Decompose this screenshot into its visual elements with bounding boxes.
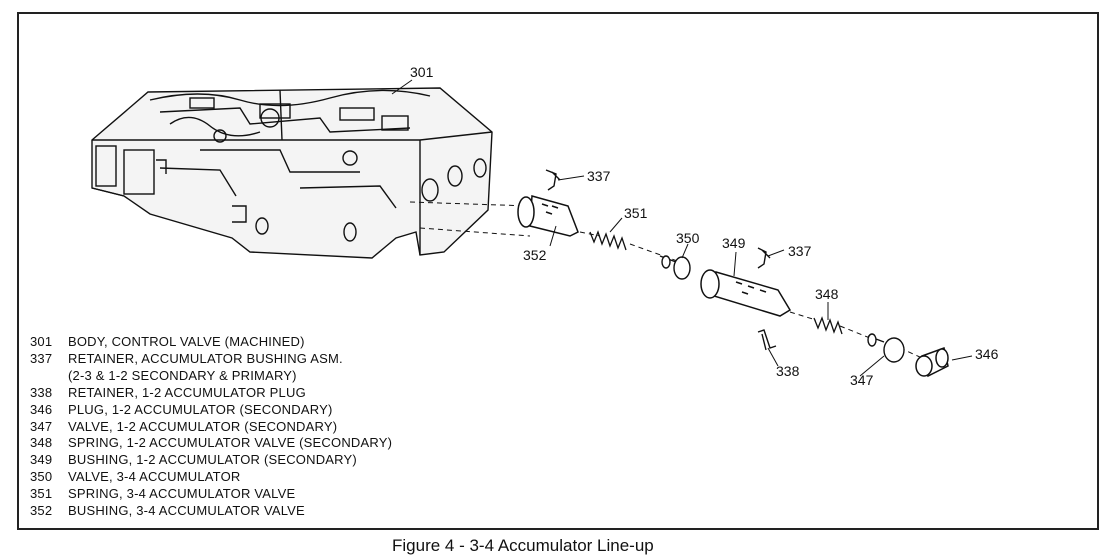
legend-item: 338 RETAINER, 1-2 ACCUMULATOR PLUG [30,385,392,402]
callout-351: 351 [624,205,648,221]
callout-352: 352 [523,247,547,263]
legend-number: 338 [30,384,53,400]
legend-item: 349 BUSHING, 1-2 ACCUMULATOR (SECONDARY) [30,452,392,469]
legend-text: RETAINER, 1-2 ACCUMULATOR PLUG [68,384,306,400]
legend-number: 301 [30,334,53,349]
legend-text: BUSHING, 1-2 ACCUMULATOR (SECONDARY) [68,452,357,468]
bushing-352 [517,195,579,237]
legend-item: 348 SPRING, 1-2 ACCUMULATOR VALVE (SECOND… [30,435,392,452]
legend-text: VALVE, 3-4 ACCUMULATOR [68,469,241,485]
legend-item: 301 BODY, CONTROL VALVE (MACHINED) [30,334,392,351]
legend-item: (2-3 & 1-2 SECONDARY & PRIMARY) [30,368,392,385]
legend-number: 337 [30,350,53,366]
valve-347 [867,333,905,363]
legend-text: PLUG, 1-2 ACCUMULATOR (SECONDARY) [68,401,333,417]
callout-350: 350 [676,230,700,246]
legend-number: 349 [30,452,53,468]
legend-text: SPRING, 3-4 ACCUMULATOR VALVE [68,486,296,502]
retainer-clip-337-lower [757,247,771,269]
legend-item: 347 VALVE, 1-2 ACCUMULATOR (SECONDARY) [30,419,392,436]
callout-337-lower: 337 [788,243,812,259]
legend-item: 351 SPRING, 3-4 ACCUMULATOR VALVE [30,486,392,503]
legend-number: 351 [30,486,53,502]
legend-number: 352 [30,503,53,519]
legend-item: 350 VALVE, 3-4 ACCUMULATOR [30,469,392,486]
callout-301: 301 [410,64,434,80]
legend-text: SPRING, 1-2 ACCUMULATOR VALVE (SECONDARY… [68,435,393,451]
legend-item: 346 PLUG, 1-2 ACCUMULATOR (SECONDARY) [30,402,392,419]
valve-350 [659,255,691,280]
callout-349: 349 [722,235,746,251]
legend-text: (2-3 & 1-2 SECONDARY & PRIMARY) [68,367,297,383]
control-valve-body [91,87,493,259]
spring-351 [589,230,627,251]
legend-item: 337 RETAINER, ACCUMULATOR BUSHING ASM. [30,351,392,368]
leader-lines [391,79,973,377]
callout-347: 347 [850,372,874,388]
plug-346 [915,347,949,378]
callout-337-upper: 337 [587,168,611,184]
bushing-349 [700,269,792,317]
legend-text: BODY, CONTROL VALVE (MACHINED) [68,334,305,349]
guide-lines [409,201,923,359]
legend-number: 346 [30,401,53,417]
spring-348 [813,316,843,335]
callout-338: 338 [776,363,800,379]
figure-caption: Figure 4 - 3-4 Accumulator Line-up [392,536,654,555]
callout-348: 348 [815,286,839,302]
legend-text: VALVE, 1-2 ACCUMULATOR (SECONDARY) [68,418,338,434]
legend-number: 348 [30,435,53,451]
legend-number: 350 [30,469,53,485]
retainer-338 [757,329,777,351]
legend-item: 352 BUSHING, 3-4 ACCUMULATOR VALVE [30,503,392,520]
legend-text: BUSHING, 3-4 ACCUMULATOR VALVE [68,503,305,519]
figure-frame [17,12,1099,530]
callout-346: 346 [975,346,999,362]
retainer-clip-337-upper [545,169,561,191]
legend-text: RETAINER, ACCUMULATOR BUSHING ASM. [68,350,343,366]
legend-number: 347 [30,418,53,434]
